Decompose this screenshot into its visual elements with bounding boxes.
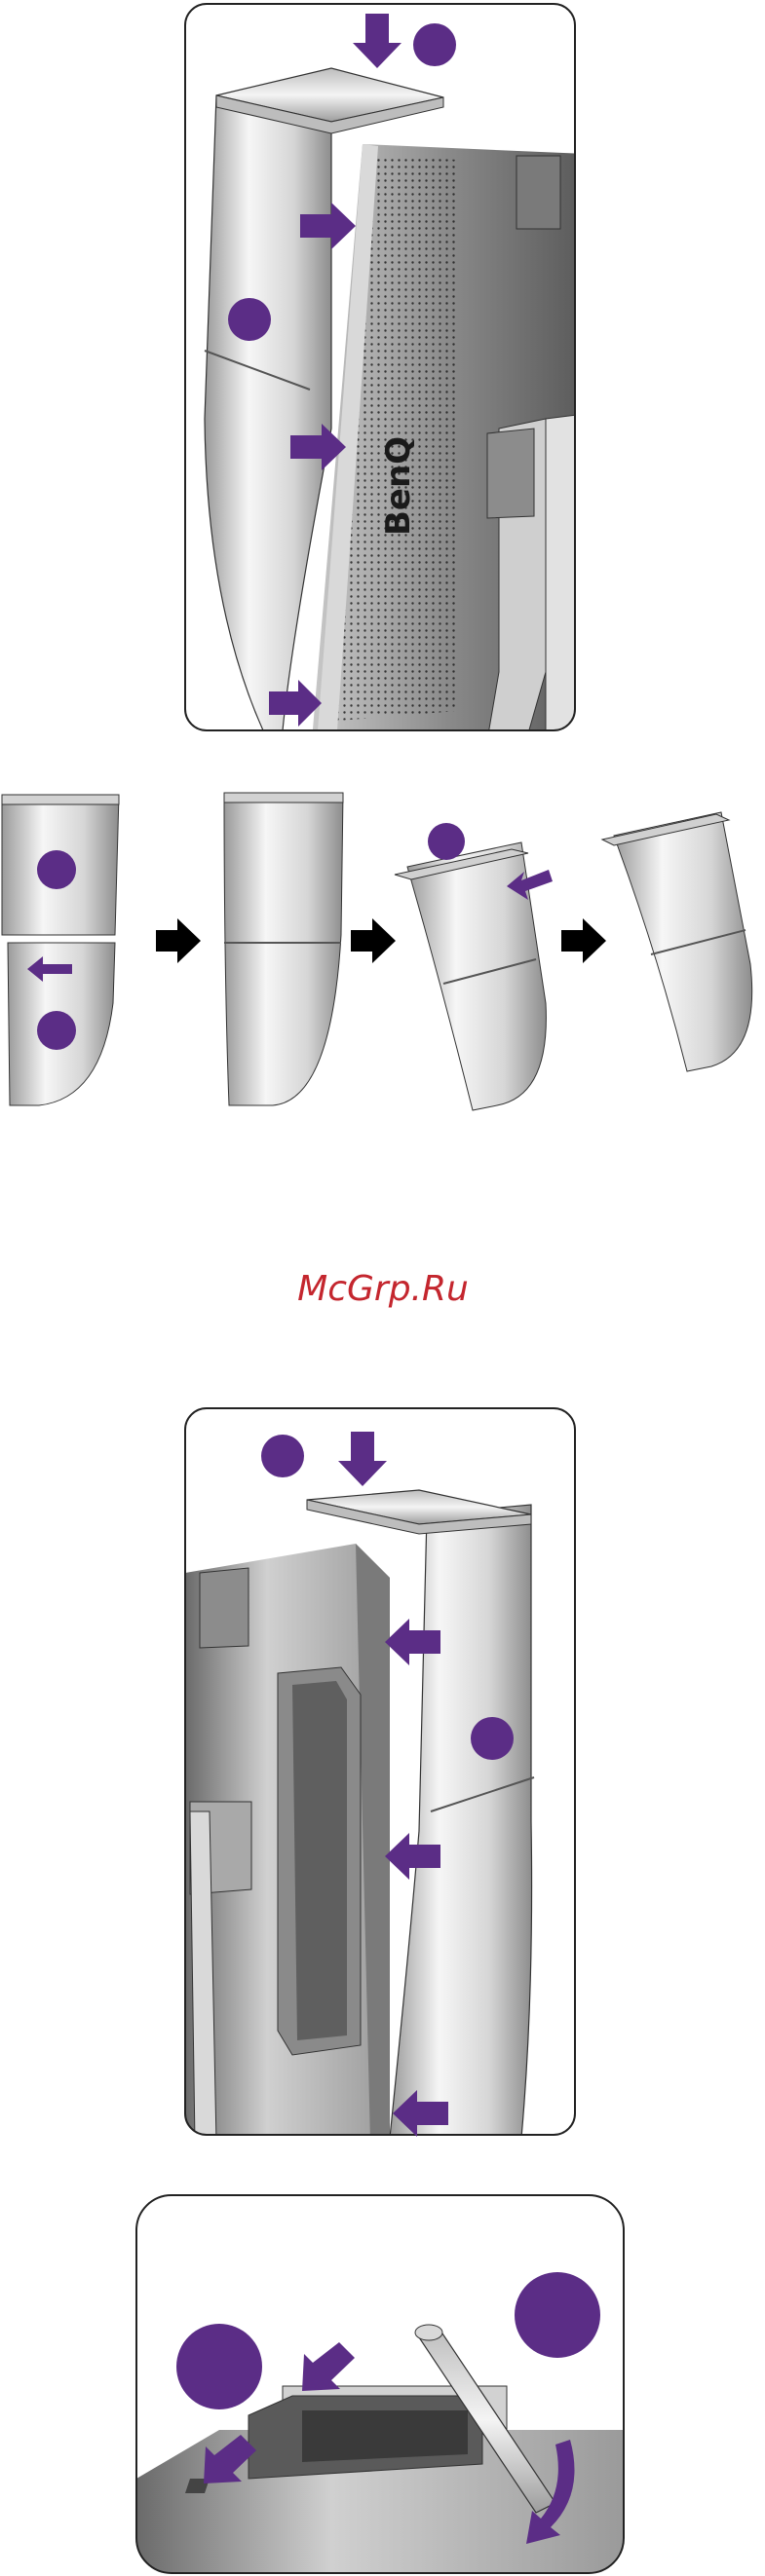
panel-3: [185, 1408, 575, 2143]
side-hood: [390, 1505, 532, 2138]
panel-4: [136, 2195, 624, 2576]
step-marker: [228, 298, 271, 341]
side-hood: [205, 76, 331, 730]
down-left-arrow-icon: [302, 2342, 355, 2391]
step-marker: [471, 1717, 514, 1760]
step-marker: [37, 1011, 76, 1050]
step-marker: [261, 1435, 304, 1477]
hood-joined: [224, 793, 343, 1105]
next-arrow-icon: [561, 918, 606, 963]
step-marker: [413, 23, 456, 66]
step-marker: [515, 2272, 600, 2358]
down-arrow-icon: [353, 14, 402, 68]
benq-logo: BenQ: [379, 436, 418, 536]
next-arrow-icon: [351, 918, 396, 963]
watermark: McGrp.Ru: [297, 1269, 469, 1309]
panel-1: BenQ: [185, 4, 585, 740]
step-marker: [176, 2324, 262, 2409]
next-arrow-icon: [156, 918, 201, 963]
down-arrow-icon: [338, 1432, 387, 1486]
step-marker: [428, 823, 465, 860]
panel-2: [2, 793, 752, 1110]
hood-assembled: [614, 812, 752, 1071]
step-marker: [37, 850, 76, 889]
